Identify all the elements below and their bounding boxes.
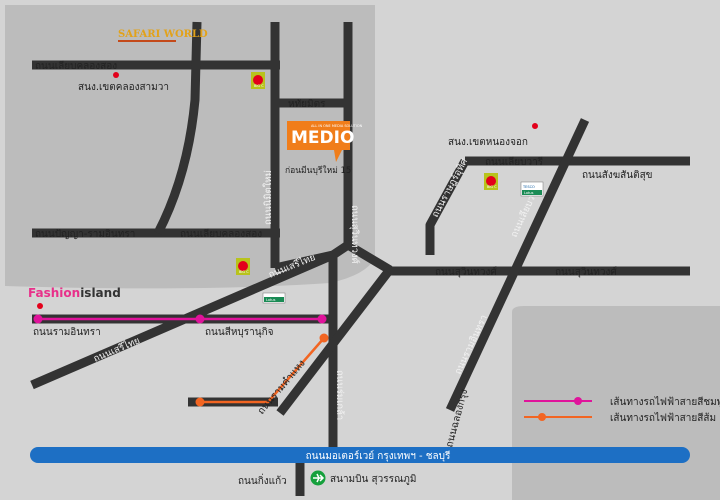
- medio-tagline: ALL IN ONE MEDIA SOLUTION: [311, 124, 363, 128]
- label-hathairat: หทัยมิตร: [288, 99, 326, 110]
- big-c-store-icon: BIG C: [251, 72, 265, 89]
- big-c-store-icon: BIG C: [236, 258, 250, 275]
- road-sinthorn-diagonal: [445, 118, 590, 412]
- label-liap-khlong-song-2: ถนนเลียบคลองสอง: [180, 228, 262, 240]
- road-network: [30, 21, 690, 496]
- label-romklao: ถนนร่มเกล้า: [334, 370, 345, 420]
- map-legend: เส้นทางรถไฟฟ้าสายสีชมพู เส้นทางรถไฟฟ้าสา…: [524, 396, 720, 424]
- fashion-island-text-a: Fashion: [28, 286, 80, 300]
- road-curved-west: [154, 21, 202, 236]
- pink-line-route: [33, 314, 327, 324]
- road-chalong-krung: [276, 269, 392, 416]
- label-suwinthawong-1: ถนนสุวินทวงศ์: [435, 266, 497, 278]
- label-raminthra: ถนนรามอินทรา: [33, 327, 101, 338]
- red-dot-marker-icon: [37, 303, 43, 309]
- orange-line-route: [195, 333, 329, 407]
- safari-world-logo: SAFARI WORLD: [118, 29, 208, 42]
- road-pracharuam: [425, 158, 469, 255]
- airport-label: สนามบิน สุวรรณภูมิ: [330, 474, 416, 485]
- legend-orange-line: เส้นทางรถไฟฟ้าสายสีส้ม: [610, 412, 716, 424]
- pink-line-station: [33, 314, 43, 324]
- red-dot-marker-icon: [532, 123, 538, 129]
- label-panya-ramintra: ถนนปัญญา-รามอินทรา: [35, 229, 135, 240]
- orange-line-station: [195, 397, 205, 407]
- nong-chok-district-label: สนง.เขตหนองจอก: [448, 137, 528, 148]
- motorway-bar: [30, 447, 690, 463]
- pink-line-station: [195, 314, 205, 324]
- label-sihaburanukit: ถนนสีหบุรานุกิจ: [205, 326, 274, 338]
- label-sinthorn: ถนนสังฆสันติสุข: [582, 170, 653, 181]
- before-minburi-label: ก่อนมีนบุรีใหม่ 15: [285, 165, 351, 176]
- svg-text:BIG C: BIG C: [239, 270, 249, 274]
- medio-logo-text: MEDIO: [291, 128, 354, 148]
- label-suwinthawong-north: ถนนสุวินทวงศ์: [349, 205, 361, 264]
- svg-text:TESCO: TESCO: [522, 185, 535, 189]
- fashion-island-logo: Fashionisland: [28, 286, 121, 300]
- label-king-kaew: ถนนกิ่งแก้ว: [238, 473, 287, 487]
- road-central-junction: [274, 240, 393, 274]
- samwa-district-label: สนง.เขตคลองสามวา: [78, 82, 169, 93]
- tesco-lotus-store-icon: TESCO Lotus: [520, 181, 544, 197]
- big-c-store-icon: BIG C: [484, 173, 498, 190]
- svg-text:Lotus: Lotus: [266, 298, 276, 302]
- tesco-lotus-store-icon: Lotus: [262, 292, 286, 304]
- svg-text:BIG C: BIG C: [254, 84, 264, 88]
- fashion-island-text-b: island: [80, 286, 121, 300]
- svg-text:Lotus: Lotus: [524, 191, 534, 195]
- svg-text:Fashionisland: Fashionisland: [28, 286, 121, 300]
- label-liap-wari: ถนนเลียบวารี: [485, 156, 544, 168]
- orange-location-pin-icon: MEDIO ALL IN ONE MEDIA SOLUTION: [287, 121, 363, 162]
- label-suwinthawong-2: ถนนสุวินทวงศ์: [555, 266, 617, 278]
- motorway-label: ถนนมอเตอร์เวย์ กรุงเทพฯ - ชลบุรี: [306, 450, 451, 462]
- label-liap-khlong-song: ถนนเลียบคลองสอง: [35, 60, 117, 72]
- legend-pink-line: เส้นทางรถไฟฟ้าสายสีชมพู: [610, 396, 720, 408]
- label-nimitmai: ถนนนิมิตใหม่: [262, 170, 274, 225]
- pink-line-station: [317, 314, 327, 324]
- safari-world-text: SAFARI WORLD: [118, 29, 208, 40]
- red-dot-marker-icon: [113, 72, 119, 78]
- airplane-glyph: [313, 473, 325, 483]
- svg-text:BIG C: BIG C: [487, 185, 497, 189]
- orange-line-station: [319, 333, 329, 343]
